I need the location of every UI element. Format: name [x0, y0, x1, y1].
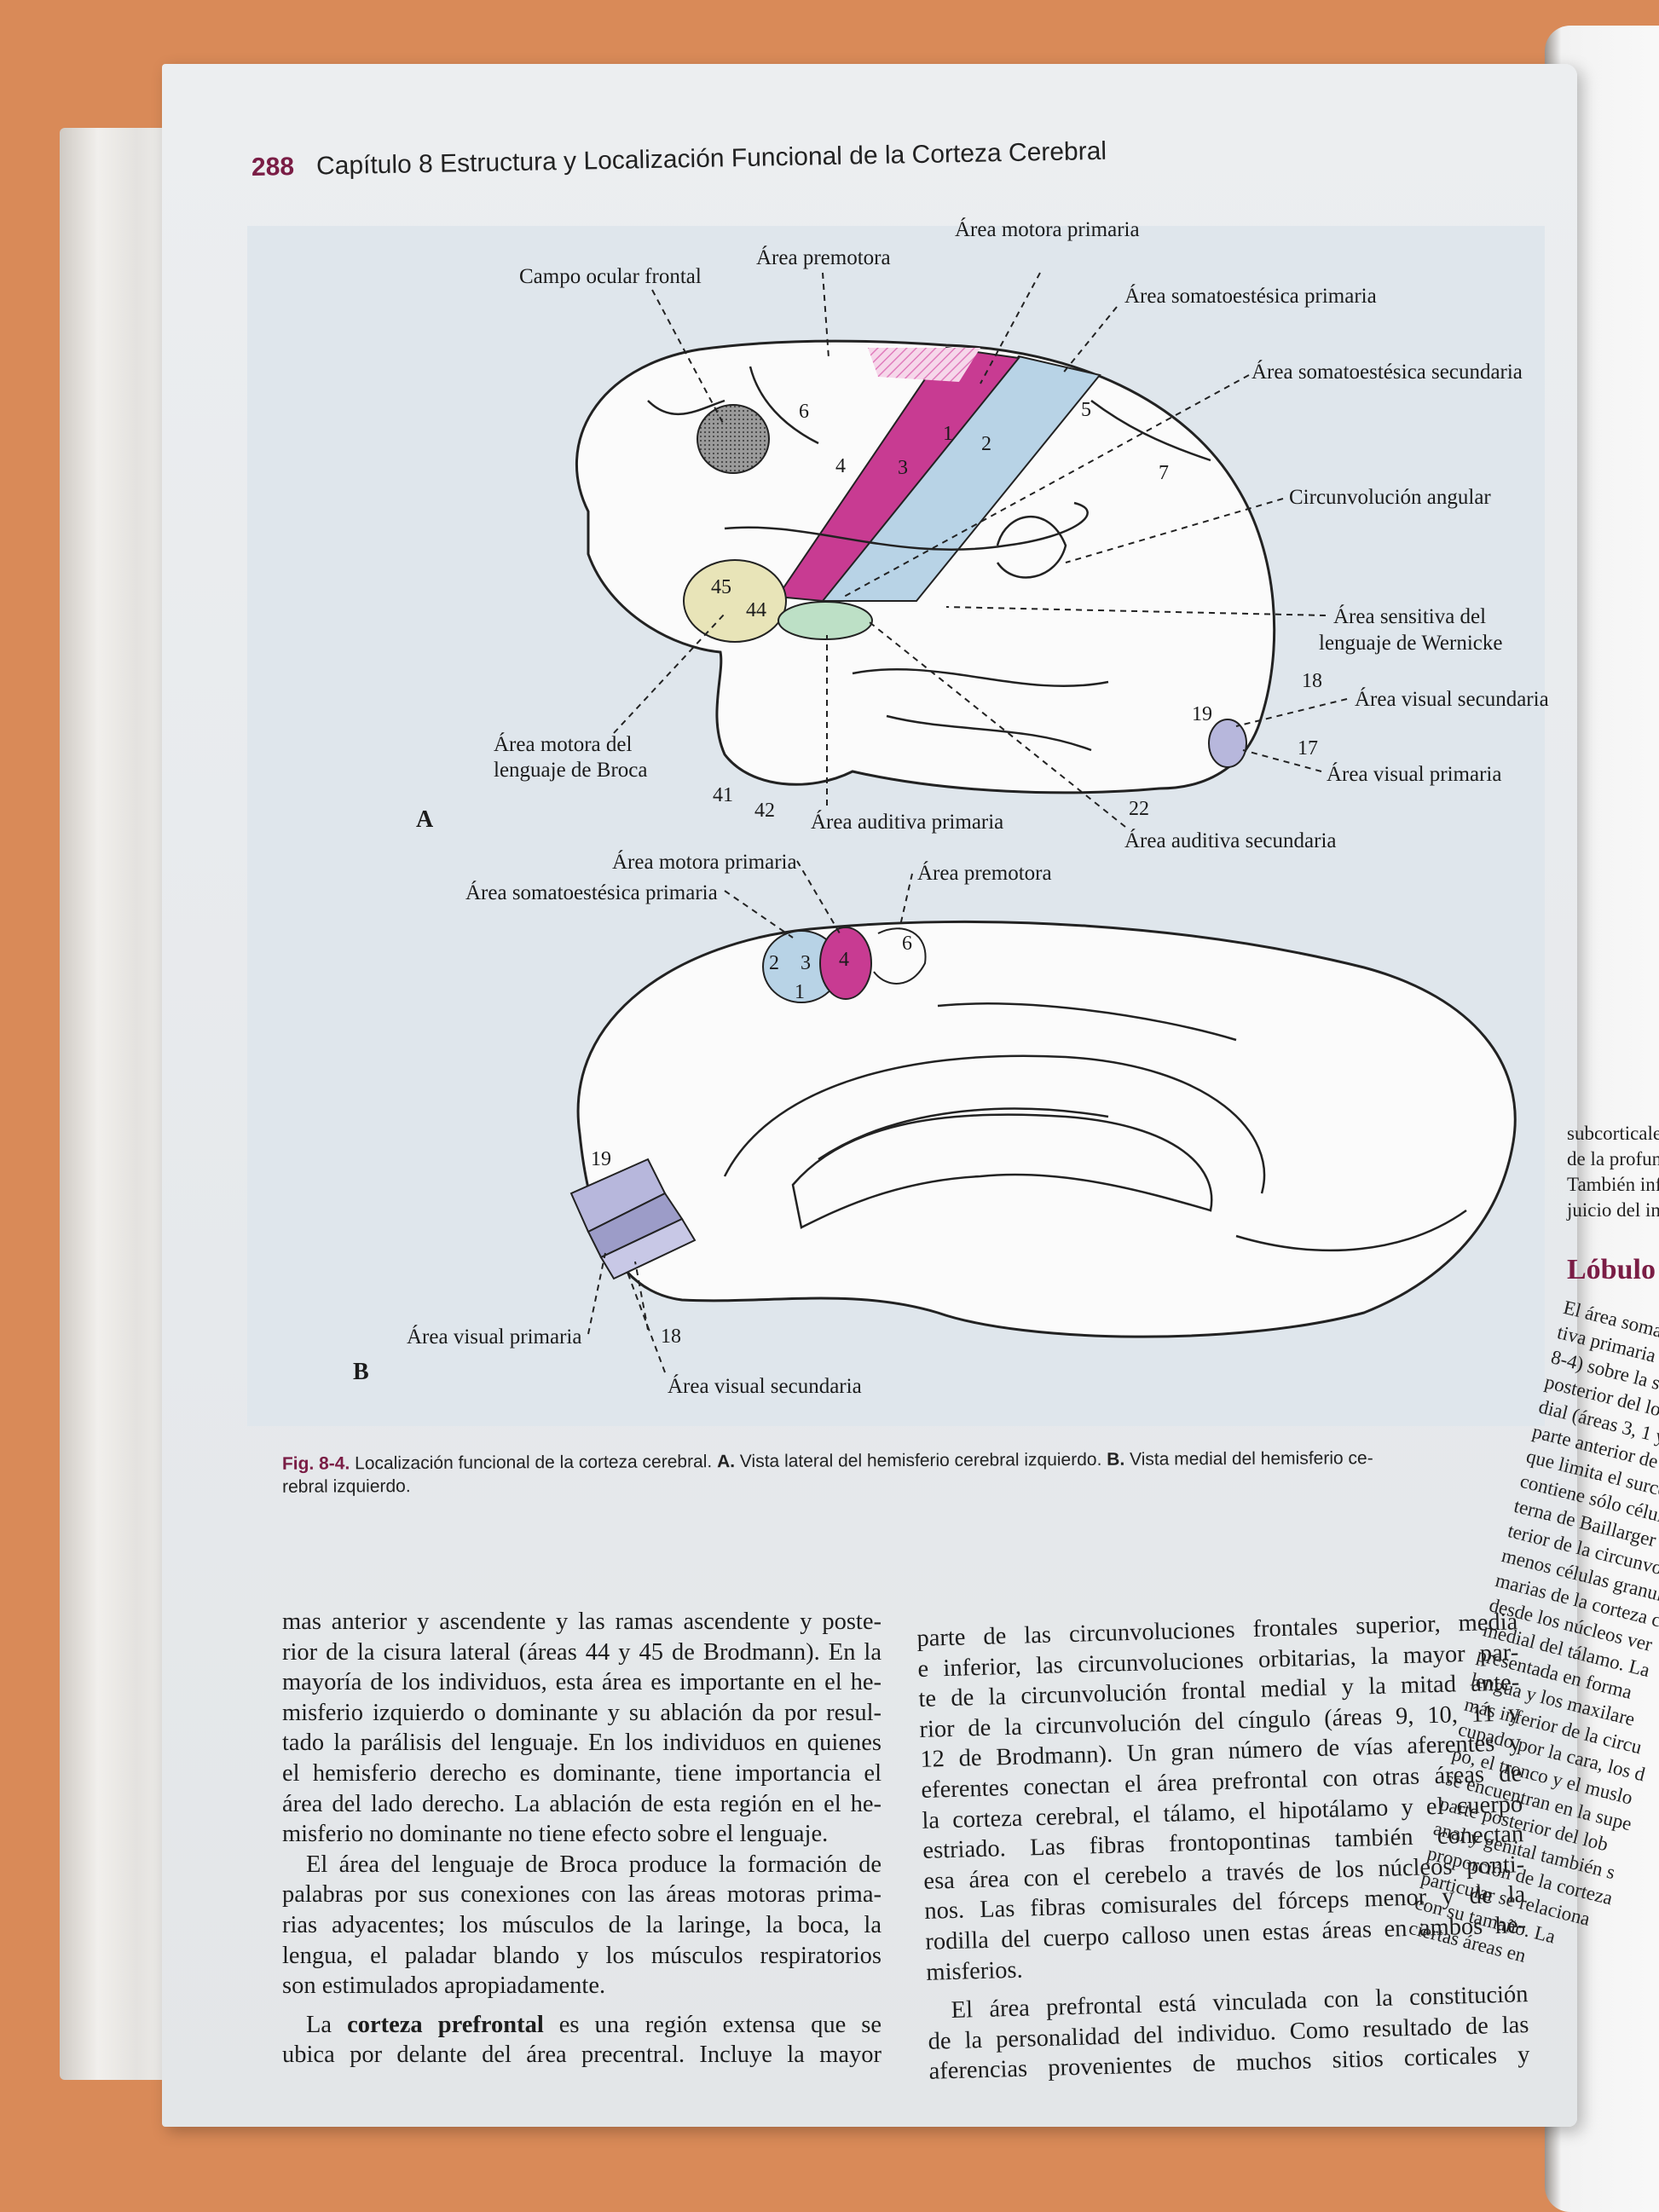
text-line: También influye en: [1567, 1174, 1659, 1195]
text-line: tado la parálisis del lenguaje. En los i…: [282, 1730, 882, 1757]
b-area-2: 2: [769, 952, 779, 974]
label-b-visual-secondary: Área visual secundaria: [668, 1374, 862, 1398]
bold-term: corteza prefrontal: [347, 2011, 544, 2038]
medial-sulci: [723, 1002, 1467, 1252]
caption-a: A.: [716, 1452, 736, 1472]
area-1: 1: [943, 423, 953, 445]
text-line: mayoría de los individuos, esta área es …: [282, 1669, 882, 1696]
broca-area: [683, 559, 787, 643]
visual-area: [1208, 719, 1247, 768]
lateral-brain-view: Campo ocular frontal Área premotora Área…: [416, 217, 1549, 852]
area-44: 44: [746, 599, 766, 621]
caption-text: Vista medial del hemisferio ce-: [1130, 1448, 1373, 1470]
text-line: misferio no dominante no tiene efecto so…: [282, 1821, 829, 1848]
b-area-4: 4: [839, 949, 849, 971]
area-42: 42: [754, 800, 775, 822]
b-area-3: 3: [801, 952, 811, 974]
area-3: 3: [898, 457, 908, 479]
sulci: [647, 366, 1211, 752]
medial-brain-outline: [576, 920, 1517, 1338]
text-line: rias adyacentes; los músculos de la lari…: [282, 1911, 882, 1938]
caption-b: B.: [1107, 1449, 1125, 1470]
label-wernicke-2: lenguaje de Wernicke: [1319, 632, 1502, 655]
label-primary-somatosensory: Área somatoestésica primaria: [1124, 284, 1377, 308]
section-heading: Lóbulo pariet: [1567, 1254, 1659, 1285]
medial-visual-bands: [569, 1158, 697, 1280]
area-numbers-a: 6 4 3 1 2 5 7 45 44 41 42 22 18 19 17: [711, 399, 1322, 822]
caption-fig-label: Fig. 8-4.: [281, 1453, 350, 1474]
b-area-1: 1: [795, 981, 805, 1003]
label-b-premotor: Área premotora: [917, 861, 1052, 885]
text-line: área del lado derecho. La ablación de es…: [282, 1790, 882, 1817]
label-visual-primary: Área visual primaria: [1327, 762, 1501, 786]
area-4: 4: [835, 455, 846, 477]
area-5: 5: [1081, 399, 1091, 421]
medial-brain-view: Área motora primaria Área somatoestésica…: [353, 850, 1517, 1398]
panel-a-letter: A: [416, 806, 434, 833]
facing-page-text: subcorticales, esta de la profundidadTamb…: [1407, 1121, 1659, 1967]
label-primary-motor: Área motora primaria: [955, 217, 1140, 241]
label-premotor: Área premotora: [756, 245, 891, 269]
frontal-eye-field: [697, 404, 770, 474]
text-line: palabras por sus conexiones con las área…: [282, 1881, 882, 1909]
figure-caption: Fig. 8-4. Localización funcional de la c…: [282, 1446, 1540, 1499]
area-45: 45: [711, 576, 731, 598]
text-line: misferio izquierdo o dominante y su abla…: [282, 1699, 882, 1726]
label-angular-gyrus: Circunvolución angular: [1289, 486, 1491, 509]
area-numbers-b: 2 3 4 6 1 19 18: [591, 933, 912, 1348]
b-area-18: 18: [661, 1325, 681, 1348]
area-7: 7: [1159, 462, 1169, 484]
area-19: 19: [1192, 703, 1212, 725]
caption-text: rebral izquierdo.: [282, 1476, 411, 1497]
label-auditory-primary: Área auditiva primaria: [811, 810, 1003, 834]
area-6: 6: [799, 401, 809, 423]
text-line: ubica por delante del área precentral. I…: [282, 2042, 882, 2069]
area-2: 2: [981, 433, 991, 455]
text-line: La corteza prefrontal es una región exte…: [306, 2011, 882, 2038]
auditory-area: [777, 601, 873, 640]
area-17: 17: [1298, 737, 1318, 759]
paragraph-gap: [282, 2001, 882, 2010]
caption-text: Vista lateral del hemisferio cerebral iz…: [739, 1449, 1102, 1472]
medial-motor: [819, 927, 872, 1000]
text-line: de la profundidad: [1567, 1148, 1659, 1170]
b-area-19: 19: [591, 1148, 611, 1170]
b-area-6: 6: [902, 933, 912, 955]
leader-lines: [613, 272, 1348, 828]
label-broca-2: lenguaje de Broca: [494, 759, 647, 782]
text-line: El área del lenguaje de Broca produce la…: [306, 1851, 882, 1878]
medial-leader-lines: [587, 860, 913, 1373]
label-wernicke-1: Área sensitiva del: [1333, 604, 1486, 628]
label-secondary-somatosensory: Área somatoestésica secundaria: [1251, 360, 1523, 384]
text-line: son estimulados apropiadamente.: [282, 1972, 606, 2000]
area-18: 18: [1302, 670, 1322, 692]
text-line: el hemisferio derecho es dominante, tien…: [282, 1759, 882, 1787]
text-line: subcorticales, esta: [1567, 1123, 1659, 1144]
caption-text: Localización funcional de la corteza cer…: [355, 1452, 713, 1474]
text-line: rior de la cisura lateral (áreas 44 y 45…: [282, 1638, 882, 1666]
label-broca-1: Área motora del: [494, 732, 632, 756]
area-41: 41: [713, 784, 733, 806]
area-22: 22: [1129, 798, 1149, 820]
label-b-primary-somatosensory: Área somatoestésica primaria: [465, 881, 718, 904]
text-line: lengua, el paladar blando y los músculos…: [282, 1942, 882, 1969]
label-visual-secondary: Área visual secundaria: [1355, 687, 1549, 711]
text-line: juicio del individuo: [1567, 1199, 1659, 1221]
label-auditory-secondary: Área auditiva secundaria: [1124, 829, 1337, 852]
label-frontal-eye-field: Campo ocular frontal: [519, 265, 702, 288]
text-line: mas anterior y ascendente y las ramas as…: [282, 1608, 882, 1635]
panel-b-letter: B: [353, 1359, 369, 1385]
left-text-column: mas anterior y ascendente y las ramas as…: [282, 1607, 882, 2071]
label-b-visual-primary: Área visual primaria: [407, 1325, 581, 1349]
premotor-hatch: [868, 348, 980, 382]
label-b-primary-motor: Área motora primaria: [612, 850, 797, 874]
